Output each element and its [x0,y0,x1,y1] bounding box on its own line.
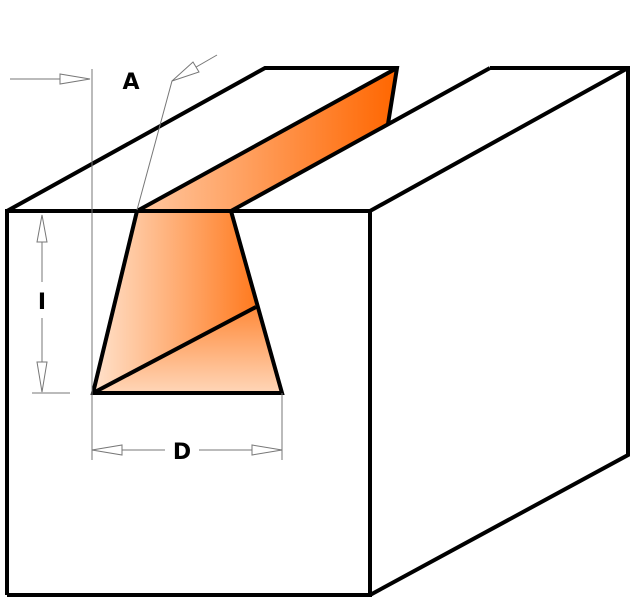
arrow-up-icon [36,214,48,243]
groove-bottom-face [93,307,282,393]
dimension-lines [10,54,283,460]
arrow-down-icon [36,361,48,393]
label-diameter: D [173,440,191,465]
arrow-right-icon [251,444,283,456]
arrow-right-icon [59,73,91,85]
arrow-down-left-icon [171,61,200,82]
groove-side-face [93,211,256,393]
arrow-left-icon [91,444,123,456]
label-angle: A [122,70,139,95]
label-height: I [38,290,46,315]
